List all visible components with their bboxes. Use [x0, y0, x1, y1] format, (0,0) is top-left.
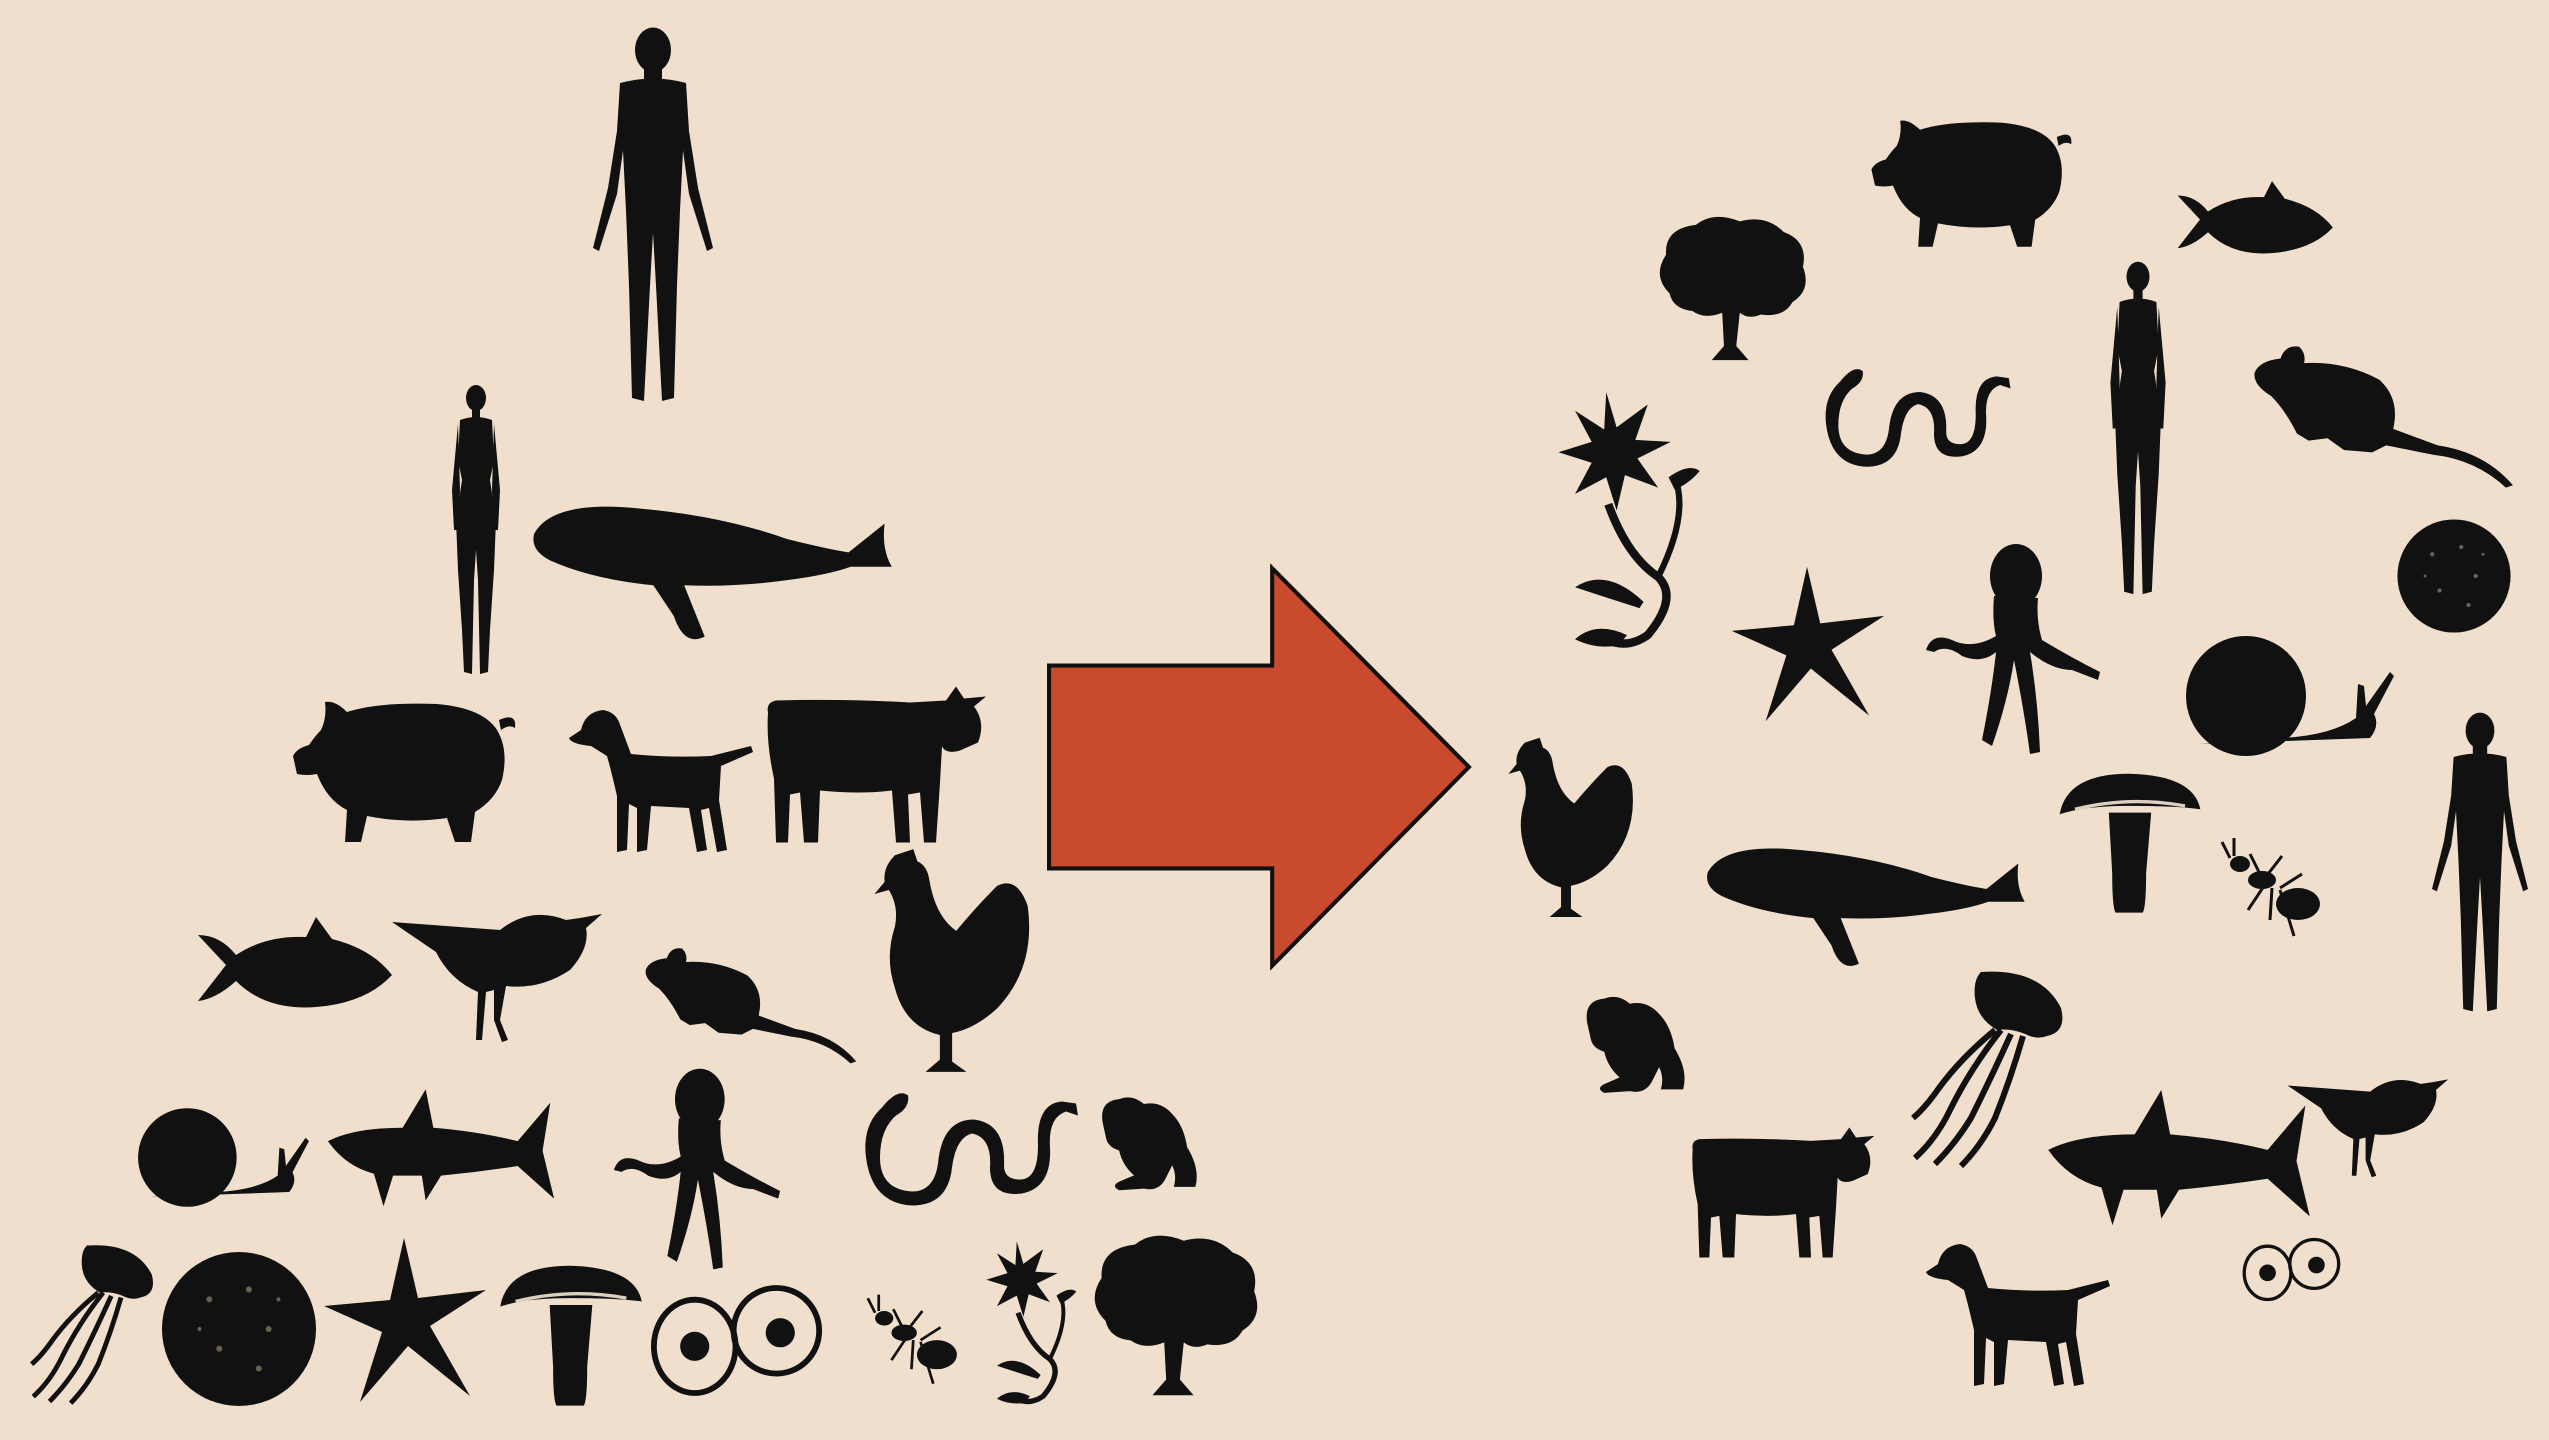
right-sponge-icon: [2397, 519, 2510, 632]
left-sponge-icon: [162, 1252, 316, 1406]
